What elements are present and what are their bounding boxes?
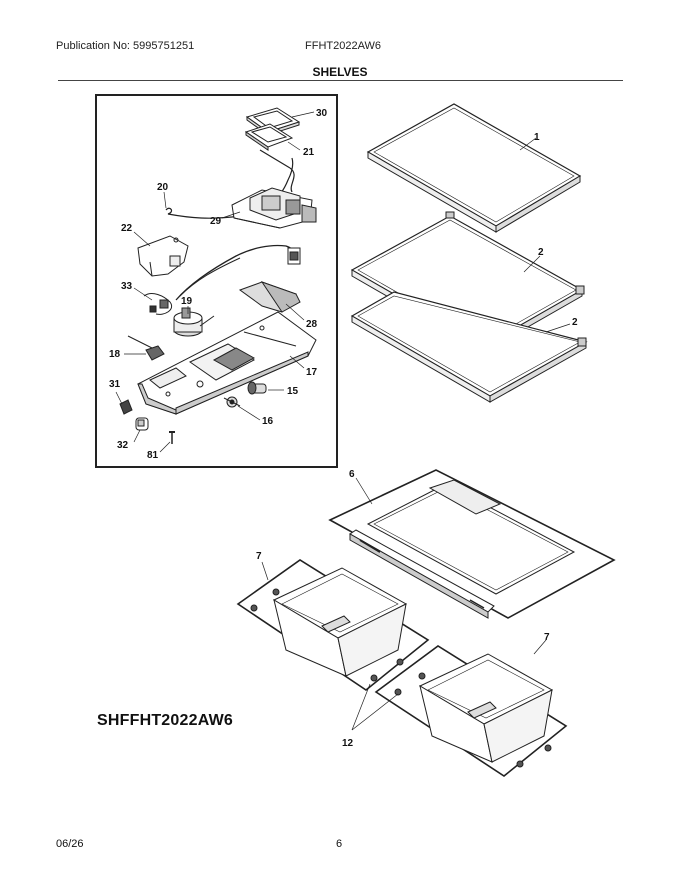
callout-15: 15 [287, 386, 299, 397]
part-rod [259, 149, 291, 169]
part-17-housing [137, 311, 317, 415]
footer-date: 06/26 [56, 838, 84, 850]
callout-2-upper: 2 [538, 247, 544, 258]
callout-1: 1 [534, 132, 540, 143]
callout-32: 32 [117, 440, 129, 451]
part-6-crisper-cover [349, 479, 576, 619]
part-81-screw [169, 431, 175, 444]
part-33-wire-bundle [143, 293, 172, 315]
part-16-fitting [223, 396, 241, 408]
callout-18: 18 [109, 349, 121, 360]
ice-maker-detail-box [95, 94, 338, 468]
model-number: FFHT2022AW6 [305, 40, 382, 52]
section-title: SHELVES [312, 65, 368, 79]
part-28-cover [238, 281, 301, 313]
callout-16: 16 [262, 416, 274, 427]
callout-2-lower: 2 [572, 317, 578, 328]
part-32-grommet [135, 417, 149, 431]
callout-12: 12 [342, 738, 354, 749]
callout-19: 19 [181, 296, 193, 307]
callout-6: 6 [349, 469, 355, 480]
part-15-thermostat [247, 381, 267, 395]
header-rule [58, 80, 623, 81]
callout-22: 22 [121, 223, 133, 234]
callout-17: 17 [306, 367, 318, 378]
part-7-crisper-drawer-right [394, 653, 554, 768]
callout-20: 20 [157, 182, 169, 193]
part-1-glass-shelf [366, 103, 582, 233]
callout-33: 33 [121, 281, 133, 292]
callout-30: 30 [316, 108, 328, 119]
part-22-bracket [137, 235, 189, 277]
diagram-id: SHFFHT2022AW6 [97, 712, 233, 729]
publication-number: Publication No: 5995751251 [56, 40, 195, 52]
callout-7-right: 7 [544, 632, 550, 643]
part-2-glass-shelf-lower [350, 291, 588, 403]
callout-7-left: 7 [256, 551, 262, 562]
callout-81: 81 [147, 450, 159, 461]
callout-31: 31 [109, 379, 121, 390]
callout-28: 28 [306, 319, 318, 330]
part-31-clip [119, 399, 133, 415]
part-18-switch [127, 335, 165, 361]
callout-21: 21 [303, 147, 315, 158]
part-7-crisper-drawer-left [250, 567, 408, 682]
part-29-ice-maker-head [231, 187, 317, 229]
part-21-frame [244, 123, 294, 151]
callout-29: 29 [210, 216, 222, 227]
page-number: 6 [336, 838, 343, 850]
part-19-motor [173, 307, 215, 337]
